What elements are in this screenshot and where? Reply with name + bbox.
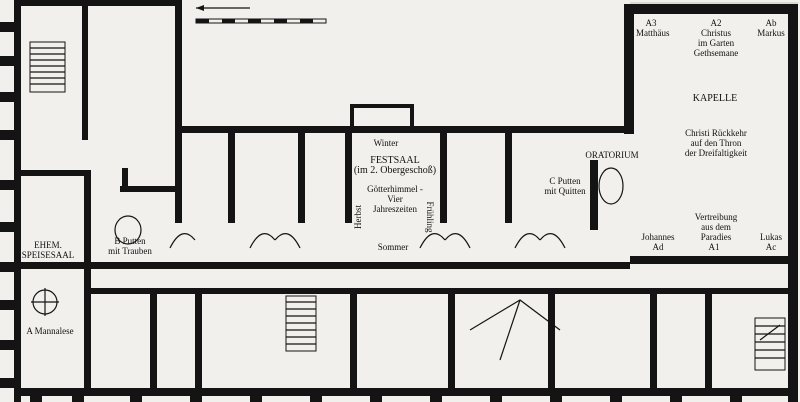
staircase-icon (285, 295, 317, 352)
pointer-marker-icon (592, 174, 598, 182)
label-vertreibung: Vertreibung aus dem Paradies (694, 212, 738, 242)
label-fruehling: Frühling (425, 201, 435, 233)
label-b-putten: B Putten mit Trauben (108, 236, 152, 256)
room-speisesaal: EHEM. SPEISESAAL (21, 240, 75, 260)
wall-niches (31, 167, 624, 361)
label-herbst: Herbst (353, 205, 363, 229)
label-winter: Winter (373, 138, 399, 148)
label-goetterhimmel: Götterhimmel - Vier Jahreszeiten (367, 184, 423, 214)
north-arrow-icon (196, 5, 250, 11)
scale-bar-icon (195, 18, 327, 24)
label-a-markus: Ab Markus (757, 18, 785, 38)
room-kapelle: KAPELLE (692, 93, 738, 104)
staircase-icon (754, 317, 786, 371)
label-sommer: Sommer (377, 242, 409, 252)
label-a-matthaeus: A3 Matthäus (636, 18, 670, 38)
label-a1: A1 (708, 242, 720, 252)
label-christi-rueckkehr: Christi Rückkehr auf den Thron der Dreif… (684, 128, 748, 158)
label-a-christus: A2 Christus im Garten Gethsemane (693, 18, 739, 58)
label-johannes: Johannes Ad (641, 232, 675, 252)
label-c-putten: C Putten mit Quitten (544, 176, 586, 196)
staircase-icon (29, 41, 66, 93)
room-oratorium: ORATORIUM (585, 150, 639, 160)
label-lukas: Lukas Ac (760, 232, 782, 252)
room-festsaal: FESTSAAL (im 2. Obergeschoß) (353, 155, 437, 176)
label-a-mannalese: A Mannalese (26, 326, 74, 336)
